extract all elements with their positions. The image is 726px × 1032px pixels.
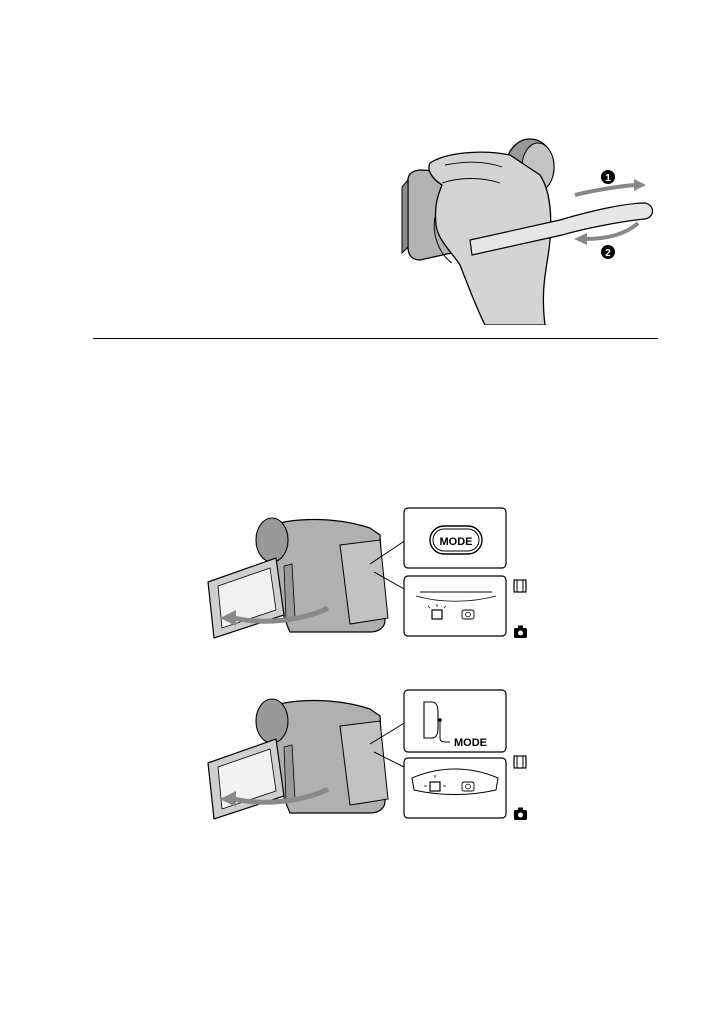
photo-mode-icon: [514, 626, 527, 639]
section-divider: [93, 338, 658, 339]
movie-lamp-icon: [430, 782, 440, 791]
lcd-open-illustration-1: MODE: [200, 500, 530, 650]
grip-belt-illustration: 1 2: [390, 135, 660, 325]
movie-mode-icon: [514, 580, 526, 592]
movie-mode-icon: [514, 756, 526, 768]
step-2-label: 2: [605, 248, 611, 259]
step-1-label: 1: [605, 173, 611, 184]
movie-lamp-icon: [432, 610, 442, 619]
lcd-open-illustration-2: MODE: [200, 686, 530, 826]
photo-lamp-icon: [462, 782, 474, 791]
photo-lamp-icon: [462, 610, 474, 619]
photo-mode-icon: [514, 808, 527, 821]
mode-button-label: MODE: [440, 536, 473, 548]
mode-button-label: MODE: [454, 737, 487, 749]
mode-button: [424, 702, 438, 738]
